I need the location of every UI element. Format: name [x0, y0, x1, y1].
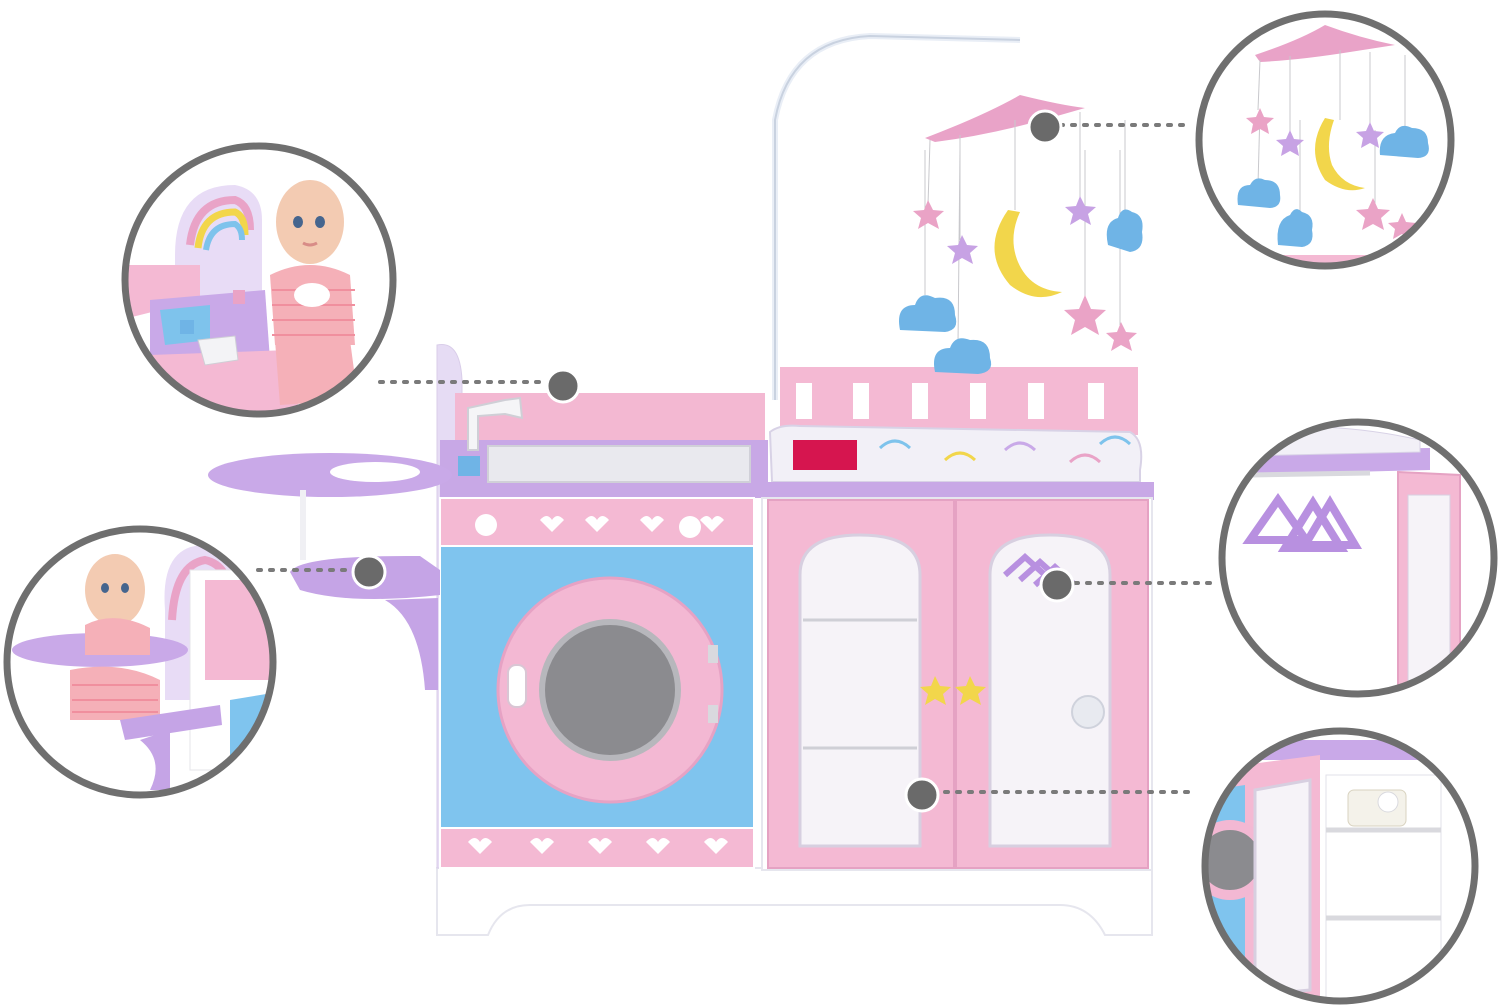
- callout-dot-wardrobe: [1039, 567, 1075, 603]
- seat-support: [385, 598, 438, 690]
- washer-knob: [679, 516, 701, 538]
- nursery-unit: [436, 32, 1154, 936]
- rail-slots: [796, 383, 1104, 419]
- washer-handle: [507, 664, 527, 708]
- changing-rail: [780, 367, 1138, 435]
- changing-top: [766, 482, 1154, 500]
- door-window-left: [798, 533, 922, 848]
- cloud-ornament: [1106, 209, 1143, 252]
- star-ornament: [1065, 196, 1096, 225]
- star-handle-right: [955, 676, 986, 705]
- moon-ornament: [994, 210, 1062, 298]
- detail-mobile-circle: [1195, 10, 1455, 270]
- unit-base: [436, 867, 1153, 936]
- detail-shelves-circle: [1201, 727, 1479, 1005]
- star-ornament: [1064, 295, 1106, 335]
- washer-door-window: [539, 619, 681, 761]
- door-latch: [1071, 695, 1105, 729]
- mobile-top: [925, 95, 1085, 142]
- heart-decorations: [468, 516, 728, 854]
- callout-dot-shelves: [904, 777, 940, 813]
- crib-mobile: [899, 95, 1143, 374]
- callout-dot-mobile: [1027, 109, 1063, 145]
- detail-wardrobe-circle: [1218, 418, 1498, 698]
- mobile-arm-shade: [774, 34, 1021, 400]
- bath-tray-hole: [330, 462, 420, 482]
- star-ornament: [947, 235, 978, 264]
- star-ornament: [913, 200, 944, 229]
- detail-sink-circle: [121, 142, 397, 418]
- star-ornament: [1106, 322, 1137, 351]
- washer-hinge: [708, 705, 718, 723]
- detail-highchair-circle: [3, 525, 277, 799]
- callout-dots: [351, 109, 1075, 813]
- callout-connectors: [256, 123, 1217, 794]
- callout-dot-sink: [545, 368, 581, 404]
- folded-cloth: [793, 440, 857, 470]
- cloud-ornament: [899, 295, 957, 332]
- faucet: [467, 396, 524, 451]
- washer-hinge: [708, 645, 718, 663]
- tray-post: [300, 490, 306, 560]
- door-window-right: [988, 533, 1112, 848]
- faucet-cup: [458, 456, 480, 476]
- cloud-ornament: [934, 338, 992, 374]
- callout-dot-highchair: [351, 554, 387, 590]
- star-handle-left: [920, 676, 951, 705]
- sink-basin: [487, 445, 751, 483]
- washer-knob: [475, 514, 497, 536]
